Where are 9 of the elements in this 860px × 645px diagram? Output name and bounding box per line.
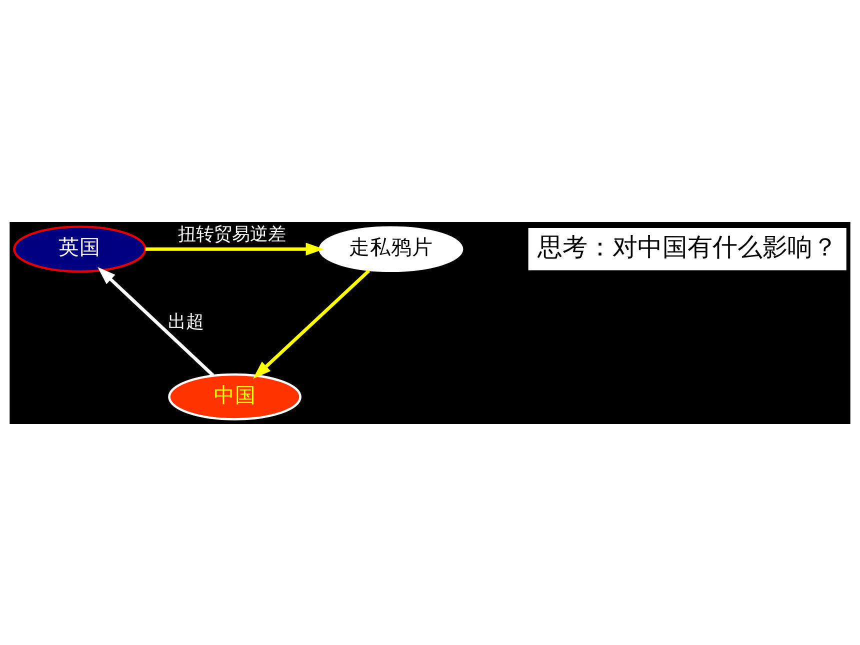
arrow — [145, 242, 324, 256]
edge-label: 扭转贸易逆差 — [178, 223, 286, 244]
node-ellipse: 英国 — [13, 225, 146, 272]
node-box: 思考：对中国有什么影响？ — [528, 228, 846, 270]
node-ellipse: 中国 — [168, 372, 302, 420]
arrow — [252, 269, 370, 378]
node-ellipse: 走私鸦片 — [318, 226, 464, 272]
arrow — [98, 266, 214, 376]
edge-label: 出超 — [168, 310, 204, 332]
